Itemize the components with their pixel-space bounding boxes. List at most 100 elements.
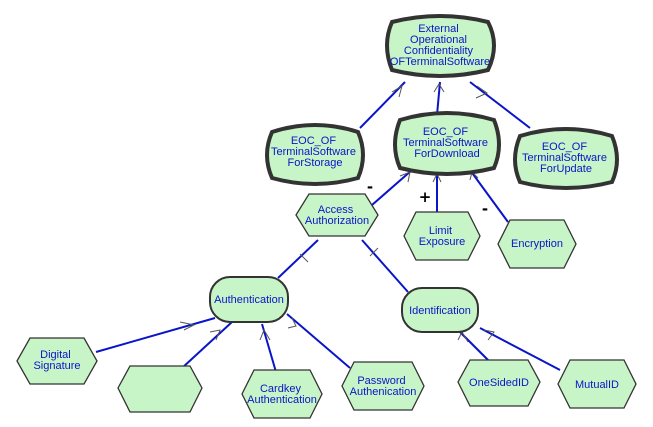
node-label-line: Encryption	[511, 238, 563, 250]
task-limit-exposure[interactable]: Limit Exposure	[403, 211, 481, 261]
node-label-root: External Operational Confidentiality OFT…	[390, 23, 490, 68]
node-label-line: Cardkey	[260, 383, 301, 395]
node-label-encryption: Encryption	[511, 238, 563, 250]
softgoal-shape	[265, 123, 365, 186]
task-cardkey-authentication[interactable]: Cardkey Authentication	[241, 369, 323, 419]
node-label-line: EOC_OF	[291, 135, 337, 147]
link-password-to-authentication	[286, 313, 351, 369]
goal-identification[interactable]: Identification	[401, 287, 479, 333]
task-encryption[interactable]: Encryption	[497, 219, 577, 269]
task-access-authorization[interactable]: Access Authorization	[295, 193, 379, 237]
tick-authentication-access	[299, 253, 309, 263]
node-label-line: TerminalSoftware	[271, 146, 356, 158]
task-digital-signature[interactable]: Digital Signature	[16, 337, 98, 385]
node-label-line: Operational	[410, 34, 467, 46]
node-label-line: Password	[357, 375, 405, 387]
arrowhead-mutual	[483, 329, 495, 341]
node-label-cardkey: Cardkey Authentication	[247, 383, 317, 406]
node-label-line: Signature	[33, 360, 80, 372]
node-label-line: OneSidedID	[469, 377, 529, 389]
node-label-line: External	[418, 23, 458, 35]
contribution-access-download: -	[367, 178, 373, 196]
node-label-line: MutualID	[575, 379, 619, 391]
task-shape	[457, 359, 541, 407]
node-label-line: Confidentiality	[404, 45, 474, 57]
arrowhead-update	[475, 85, 489, 99]
node-label-update: EOC_OF TerminalSoftware ForUpdate	[522, 141, 610, 175]
node-label-authentication: Authentication	[214, 294, 284, 306]
node-label-onesided: OneSidedID	[469, 377, 529, 389]
task-shape	[295, 193, 379, 237]
node-label-access: Access Authorization	[305, 204, 369, 227]
link-mutual-to-identification	[479, 327, 561, 371]
task-shape	[341, 361, 425, 411]
contribution-encryption-download: -	[482, 200, 488, 218]
link-digital-to-authentication	[95, 317, 216, 353]
task-shape	[557, 359, 637, 409]
node-label-line: ForDownload	[414, 148, 479, 160]
tick-identification-access	[369, 247, 379, 257]
arrowhead-password	[287, 317, 297, 329]
node-label-line: Identification	[409, 305, 471, 317]
link-encryption-to-download	[469, 169, 509, 223]
softgoal-shape	[385, 14, 496, 78]
task-mutual-id[interactable]: MutualID	[557, 359, 637, 409]
node-label-line: Authenication	[350, 386, 417, 398]
node-label-download: EOC_OF TerminalSoftware ForDownload	[403, 126, 491, 160]
node-label-line: Exposure	[419, 236, 465, 248]
node-label-line: Digital	[40, 349, 71, 361]
node-label-line: OFTerminalSoftware	[390, 56, 490, 68]
softgoal-shape	[393, 111, 501, 176]
node-label-line: TerminalSoftware	[522, 152, 607, 164]
arrowhead-digital	[179, 321, 196, 331]
node-label-identification: Identification	[409, 305, 471, 317]
softgoal-shape	[513, 127, 619, 190]
softgoal-eoc-download[interactable]: EOC_OF TerminalSoftware ForDownload	[393, 111, 501, 176]
task-onesided-id[interactable]: OneSidedID	[457, 359, 541, 407]
link-storage-to-root	[359, 81, 406, 129]
link-identification-to-access	[361, 239, 409, 293]
link-cardkey-to-authentication	[261, 323, 277, 373]
node-label-line: Limit	[429, 225, 452, 237]
arrowhead-biometics	[209, 329, 221, 341]
arrowhead-onesided	[457, 330, 469, 343]
arrowhead-storage	[391, 84, 403, 98]
node-label-line: TerminalSoftware	[403, 137, 488, 149]
node-label-mutual: MutualID	[575, 379, 619, 391]
node-label-line: EOC_OF	[542, 141, 588, 153]
goal-shape	[209, 276, 289, 323]
node-label-limit: Limit Exposure	[419, 225, 465, 248]
goal-shape	[401, 287, 479, 333]
task-biometics-authentication[interactable]	[0, 0, 203, 413]
softgoal-eoc-update[interactable]: EOC_OF TerminalSoftware ForUpdate	[513, 127, 619, 190]
node-label-line: ForUpdate	[540, 163, 592, 175]
task-shape	[241, 369, 323, 419]
link-access-to-download	[371, 169, 413, 206]
task-shape	[497, 219, 577, 269]
link-download-to-root	[436, 81, 441, 116]
softgoal-eoc-storage[interactable]: EOC_OF TerminalSoftware ForStorage	[265, 123, 365, 186]
node-label-line: Authentication	[214, 294, 284, 306]
node-label-password: Password Authenication	[350, 375, 417, 398]
arrowhead-download	[433, 83, 445, 93]
node-label-digital: Digital Signature	[33, 349, 80, 372]
link-biometics-to-authentication	[181, 321, 233, 369]
node-label-storage: EOC_OF TerminalSoftware ForStorage	[271, 135, 359, 169]
node-label-line: EOC_OF	[423, 126, 469, 138]
link-update-to-root	[469, 81, 531, 129]
task-shape	[16, 337, 98, 385]
node-label-line: Authorization	[305, 215, 369, 227]
arrowhead-cardkey	[259, 328, 271, 341]
task-shape	[403, 211, 481, 261]
node-label-line: ForStorage	[287, 157, 342, 169]
goal-authentication[interactable]: Authentication	[209, 276, 289, 323]
task-password-authentication[interactable]: Password Authenication	[341, 361, 425, 411]
contribution-limit-download: +	[419, 188, 432, 206]
link-authentication-to-access	[277, 239, 319, 279]
node-label-line: Access	[318, 204, 354, 216]
contribution-symbols: - + -	[367, 178, 488, 218]
softgoal-eoc-root[interactable]: External Operational Confidentiality OFT…	[385, 14, 496, 78]
task-shape	[117, 365, 203, 413]
node-label-line: Authentication	[247, 394, 317, 406]
